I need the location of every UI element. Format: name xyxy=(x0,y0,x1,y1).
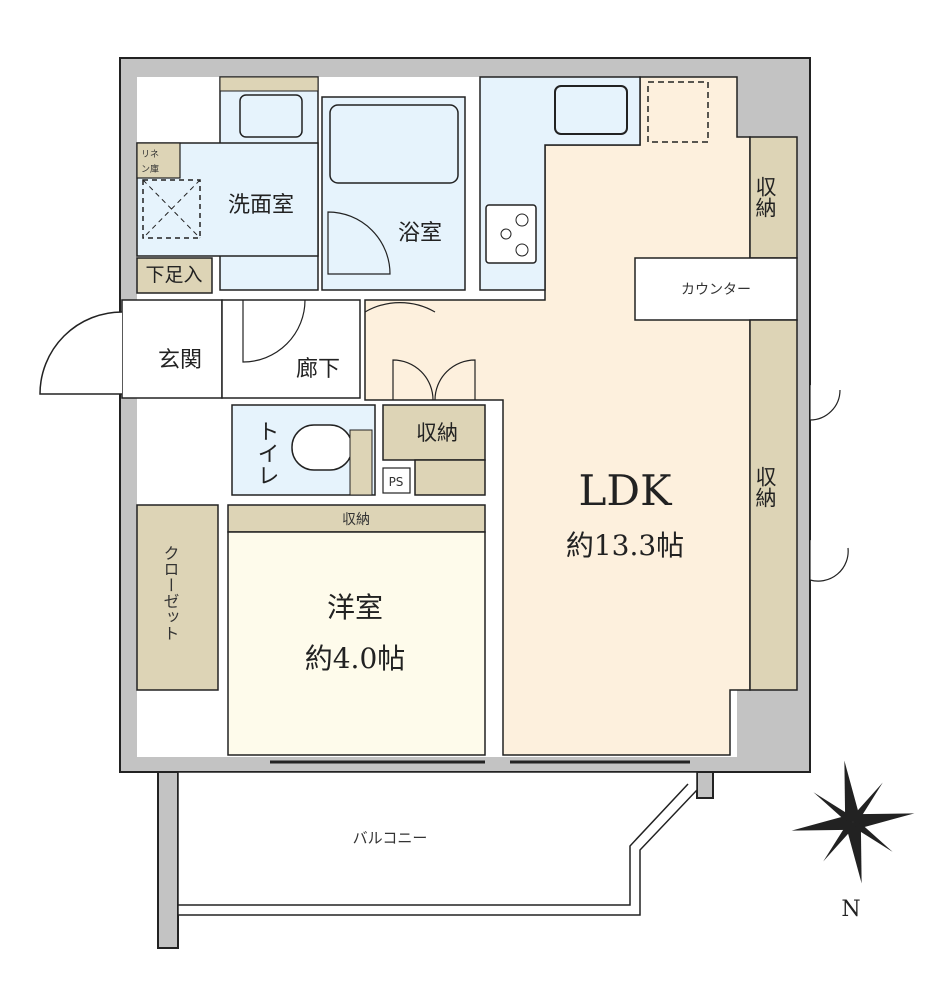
label-ldk: LDK xyxy=(579,466,674,515)
label-storage-right-top: 収納 xyxy=(753,176,777,218)
balcony xyxy=(177,771,698,916)
pipe-space xyxy=(382,467,411,494)
label-entrance: 玄関 xyxy=(158,348,202,373)
storage-right-top xyxy=(749,136,798,259)
balcony-column xyxy=(696,771,714,799)
label-balcony: バルコニー xyxy=(353,829,428,847)
washing-machine-space xyxy=(142,179,201,239)
hall-door[interactable] xyxy=(242,299,306,363)
bathtub xyxy=(329,104,459,184)
fridge-space xyxy=(647,81,709,143)
label-bath: 浴室 xyxy=(398,221,442,246)
storage-strip xyxy=(227,504,486,533)
washroom xyxy=(136,76,319,291)
bath-door xyxy=(327,211,391,275)
label-closet: クローゼット xyxy=(161,545,180,641)
hallway xyxy=(221,299,361,399)
counter xyxy=(634,257,798,321)
balcony-wall xyxy=(157,771,179,949)
label-counter: カウンター xyxy=(681,282,751,298)
label-storage-right-bottom: 収納 xyxy=(753,466,777,508)
toilet-bowl xyxy=(291,424,353,471)
label-hallway: 廊下 xyxy=(296,357,340,382)
label-shoe-storage: 下足入 xyxy=(145,264,202,286)
linen-storage xyxy=(136,142,181,179)
label-western-room: 洋室 xyxy=(327,591,383,624)
storage-center xyxy=(382,404,486,461)
toilet xyxy=(231,404,376,496)
storage-door[interactable] xyxy=(392,359,476,401)
label-washroom: 洗面室 xyxy=(228,193,294,218)
closet xyxy=(136,504,219,691)
front-door[interactable] xyxy=(39,311,123,395)
storage-right-bottom xyxy=(749,319,798,691)
shoe-storage xyxy=(136,257,213,294)
bathroom xyxy=(321,96,466,291)
label-linen-1: リネ xyxy=(141,149,159,160)
washbasin xyxy=(239,94,303,138)
label-toilet: トイレ xyxy=(254,420,279,486)
label-storage-center: 収納 xyxy=(416,421,458,445)
kitchen-sink xyxy=(554,85,628,135)
right-window-door[interactable] xyxy=(809,385,849,582)
label-ldk-size: 約13.3帖 xyxy=(566,529,684,562)
compass-north-label: N xyxy=(841,897,860,922)
label-linen-2: ン庫 xyxy=(141,163,159,175)
kitchen xyxy=(479,76,709,291)
balcony-railing xyxy=(178,783,689,906)
western-room xyxy=(227,531,486,756)
compass-rose-icon xyxy=(791,760,915,884)
label-western-room-size: 約4.0帖 xyxy=(305,642,406,675)
label-storage-strip: 収納 xyxy=(342,512,370,528)
label-ps: PS xyxy=(389,475,404,489)
ldk-door[interactable] xyxy=(364,302,436,313)
